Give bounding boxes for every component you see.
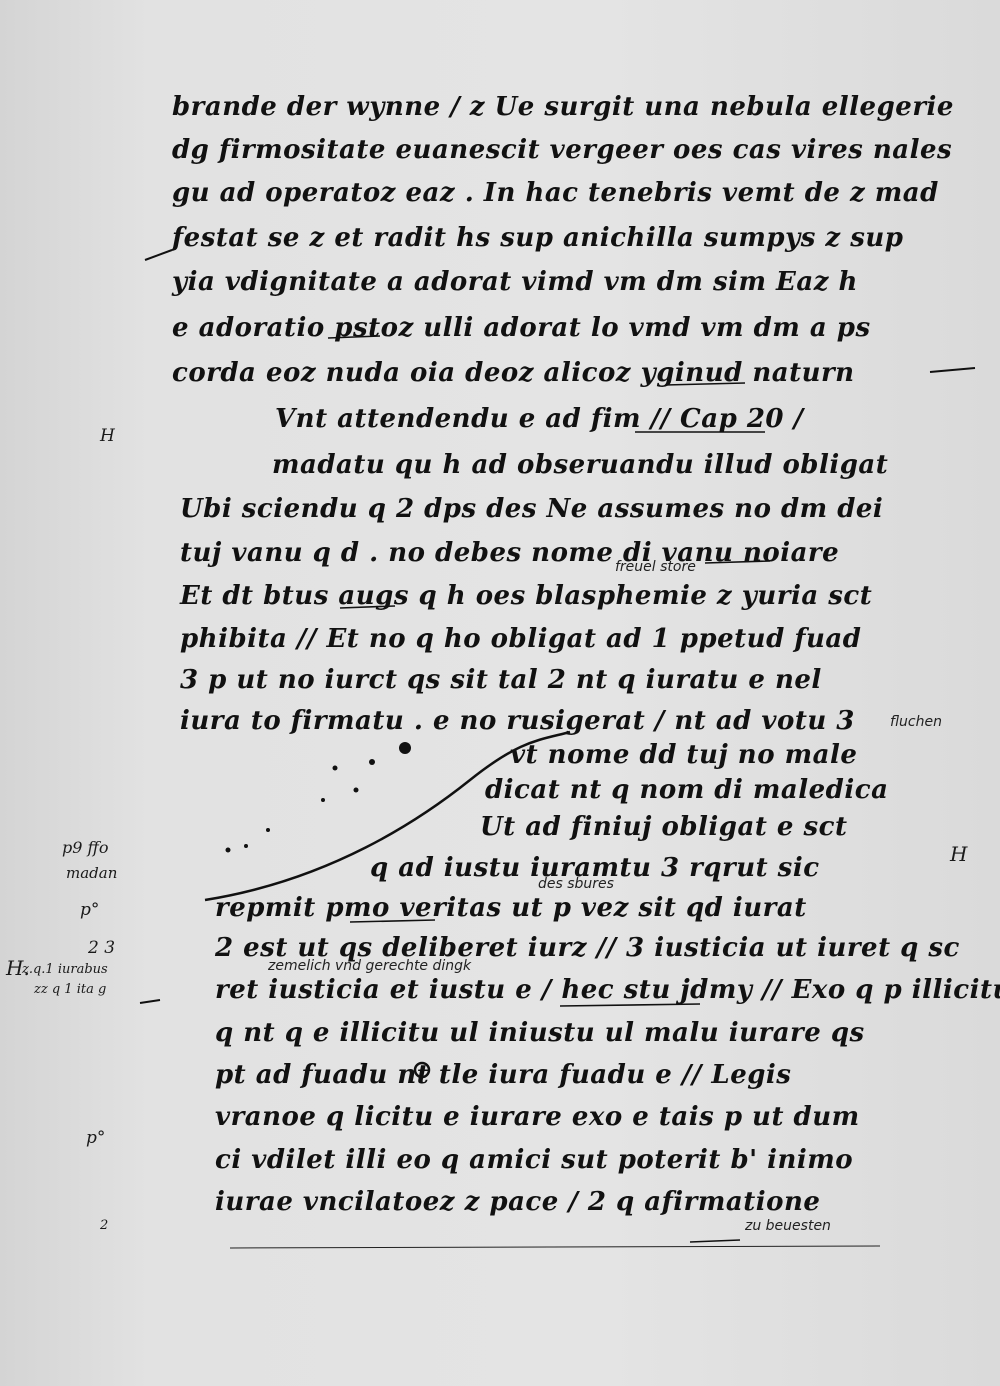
margin-note-po-lower: p°	[86, 1128, 106, 1148]
gloss-des-sbures: des sbures	[538, 876, 614, 892]
text-line-8: Vnt attendendu e ad fim // Cap 20 /	[275, 404, 804, 434]
text-line-14: 3 p ut no iurct qs sit tal 2 nt q iuratu…	[180, 665, 822, 695]
text-line-9: madatu qu h ad obseruandu illud obligat	[272, 450, 889, 480]
text-line-13: phibita // Et no q ho obligat ad 1 ppetu…	[180, 624, 862, 654]
underline-pmo	[349, 919, 436, 923]
text-line-25: vranoe q licitu e iurare exo e tais p ut…	[215, 1102, 860, 1132]
underline-ygimud	[664, 382, 746, 386]
ink-blot-1	[399, 742, 411, 754]
underline-vanu	[704, 560, 771, 564]
gloss-zu-beuesten: zu beuesten	[745, 1218, 831, 1234]
text-line-3: gu ad operatoz eaz . In hac tenebris vem…	[172, 178, 939, 208]
text-line-12: Et dt btus augs q h oes blasphemie z yur…	[180, 581, 873, 611]
bottom-rule	[229, 1245, 881, 1249]
margin-mark-h-right: H	[950, 842, 968, 866]
margin-note-ffo: p9 ffo	[62, 838, 109, 857]
text-line-21: 2 est ut qs deliberet iurz // 3 iusticia…	[215, 933, 960, 963]
margin-note-citation-1: z.q.1 iurabus	[22, 962, 108, 977]
margin-note-2: 2	[100, 1218, 109, 1233]
text-line-24: pt ad fuadu nt tle iura fuadu e // Legis	[215, 1060, 792, 1090]
underline-pstoz	[327, 335, 381, 339]
text-line-16: vt nome dd tuj no male	[510, 740, 858, 770]
line-end-dash	[929, 367, 976, 373]
margin-mark: H	[100, 426, 115, 446]
text-line-27: iurae vncilatoez z pace / 2 q afirmation…	[215, 1187, 821, 1217]
margin-note-numbers: 2 3	[88, 938, 116, 958]
margin-note-citation-2: zz q 1 ita g	[34, 982, 107, 997]
text-line-20: repmit pmo veritas ut p vez sit qd iurat	[215, 893, 807, 923]
margin-dash-2	[139, 999, 161, 1004]
underline-hec	[559, 1003, 701, 1007]
ink-dot-2	[332, 765, 338, 771]
dividing-curve	[204, 730, 571, 902]
gloss-zemelich: zemelich vnd gerechte dingk	[268, 958, 472, 974]
text-line-2: dg firmositate euanescit vergeer oes cas…	[172, 135, 953, 165]
ink-dot-6	[244, 844, 248, 848]
text-line-15: iura to firmatu . e no rusigerat / nt ad…	[180, 706, 855, 736]
text-line-17: dicat nt q nom di maledica	[485, 775, 889, 805]
text-line-18: Ut ad finiuj obligat e sct	[480, 812, 848, 842]
ink-dot-3	[353, 787, 359, 793]
ink-dot-4	[321, 798, 325, 802]
text-line-26: ci vdilet illi eo q amici sut poterit b'…	[215, 1145, 854, 1175]
ink-dot-5	[225, 847, 231, 853]
ink-dot-7	[266, 828, 270, 832]
gloss-freuel: freuel store	[615, 559, 696, 575]
text-line-1: brande der wynne / z Ue surgit una nebul…	[172, 92, 954, 122]
text-line-4: festat se z et radit hs sup anichilla su…	[172, 223, 904, 253]
margin-note-po: p°	[80, 900, 100, 920]
text-line-6: e adoratio pstoz ulli adorat lo vmd vm d…	[172, 313, 871, 343]
margin-mark-h-left: H.	[6, 956, 30, 980]
text-line-22: ret iusticia et iustu e / hec stu jdmy /…	[215, 975, 1000, 1005]
underline-augs	[339, 605, 396, 609]
margin-note-madan: madan	[66, 864, 118, 882]
margin-dash-1	[144, 249, 173, 261]
gloss-fluchen: fluchen	[890, 714, 942, 730]
text-line-5: yia vdignitate a adorat vimd vm dm sim E…	[172, 267, 858, 297]
ink-star-mark	[413, 1061, 431, 1079]
underline-afirm	[689, 1239, 741, 1243]
ink-dot-1	[369, 759, 375, 765]
text-line-19: q ad iustu iuramtu 3 rqrut sic	[370, 853, 820, 883]
text-line-10: Ubi sciendu q 2 dps des Ne assumes no dm…	[180, 494, 884, 524]
text-line-23: q nt q e illicitu ul iniustu ul malu iur…	[215, 1018, 865, 1048]
